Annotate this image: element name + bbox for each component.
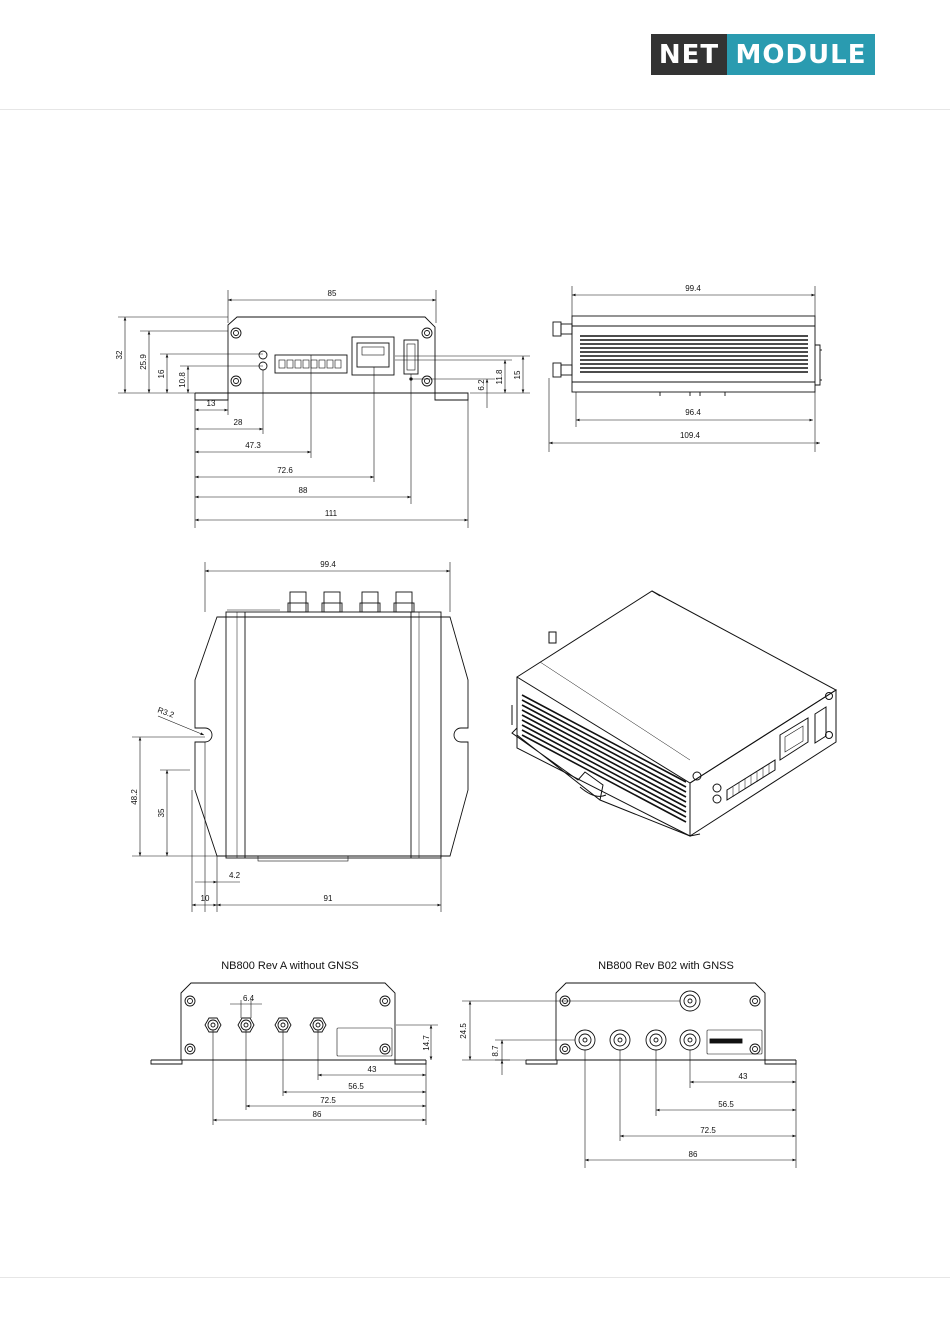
dim-16: 16	[157, 369, 166, 378]
dim-32: 32	[115, 350, 124, 359]
dim-109-4: 109.4	[680, 431, 701, 440]
dim-28: 28	[234, 418, 243, 427]
dim-a-14-7: 14.7	[422, 1035, 431, 1051]
dim-6-2: 6.2	[477, 379, 486, 391]
dim-top-99-4: 99.4	[320, 560, 336, 569]
dim-b-56-5: 56.5	[718, 1100, 734, 1109]
dim-13: 13	[207, 399, 216, 408]
dim-a-72-5: 72.5	[320, 1096, 336, 1105]
top-view	[195, 592, 468, 861]
dim-91: 91	[324, 894, 333, 903]
top-view-dimension-labels: 99.4 R3.2 48.2 35 4.2 10 91	[130, 560, 336, 903]
rev-b-view	[526, 983, 796, 1064]
rev-b-dimensions	[462, 1001, 796, 1168]
dim-a-56-5: 56.5	[348, 1082, 364, 1091]
rev-a-view	[151, 983, 426, 1064]
rev-a-dimension-labels: 6.4 14.7 43 56.5 72.5 86	[243, 994, 431, 1119]
front-view-dimensions	[118, 290, 530, 528]
dim-a-43: 43	[368, 1065, 377, 1074]
dim-b-24-5: 24.5	[459, 1023, 468, 1039]
rev-a-title: NB800 Rev A without GNSS	[221, 960, 359, 972]
dim-35: 35	[157, 808, 166, 817]
dim-r3-2: R3.2	[156, 705, 175, 719]
front-view-dimension-labels: 85 32 25.9 16 10.8 6.2 11.8 15 13 28 47.…	[115, 289, 522, 518]
dim-10: 10	[201, 894, 210, 903]
front-view	[195, 317, 468, 400]
isometric-view	[512, 591, 836, 836]
dim-85: 85	[328, 289, 337, 298]
top-view-dimensions	[132, 562, 450, 912]
rev-b-dimension-labels: 24.5 8.7 43 56.5 72.5 86	[459, 1023, 748, 1159]
dim-88: 88	[299, 486, 308, 495]
dim-b-72-5: 72.5	[700, 1126, 716, 1135]
dim-10-8: 10.8	[178, 372, 187, 388]
side-view-dimension-labels: 99.4 96.4 109.4	[680, 284, 701, 440]
side-view	[553, 316, 822, 396]
dim-11-8: 11.8	[495, 369, 504, 385]
dim-a-6-4: 6.4	[243, 994, 255, 1003]
dim-47-3: 47.3	[245, 441, 261, 450]
dim-b-43: 43	[739, 1072, 748, 1081]
dim-99-4: 99.4	[685, 284, 701, 293]
dim-a-86: 86	[313, 1110, 322, 1119]
rev-b-title: NB800 Rev B02 with GNSS	[598, 960, 734, 972]
dim-72-6: 72.6	[277, 466, 293, 475]
dim-25-9: 25.9	[139, 354, 148, 370]
dim-b-8-7: 8.7	[491, 1045, 500, 1057]
dim-96-4: 96.4	[685, 408, 701, 417]
rev-a-dimensions	[213, 1000, 438, 1125]
dim-15: 15	[513, 370, 522, 379]
dim-48-2: 48.2	[130, 789, 139, 805]
dim-4-2: 4.2	[229, 871, 241, 880]
side-view-dimensions	[549, 286, 820, 452]
dim-111: 111	[325, 509, 338, 518]
dim-b-86: 86	[689, 1150, 698, 1159]
